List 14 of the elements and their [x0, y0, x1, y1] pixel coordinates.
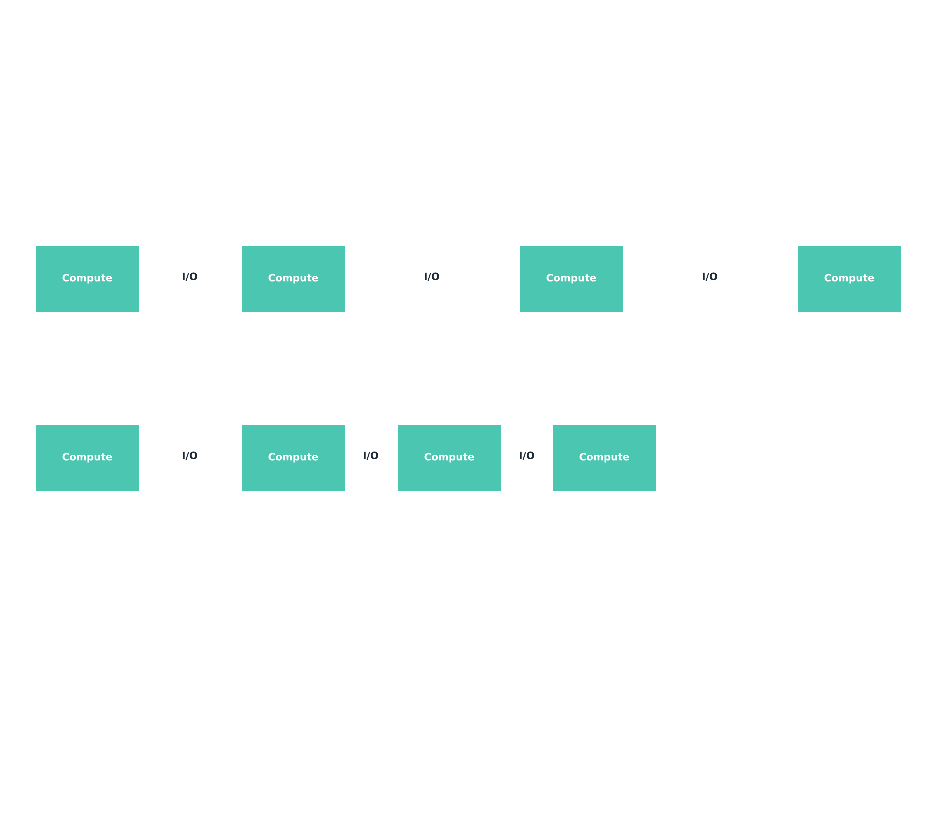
- process-box: Compute: [553, 425, 656, 491]
- io-label: I/O: [425, 272, 440, 282]
- process-box: Compute: [36, 246, 139, 312]
- process-box: Compute: [798, 246, 902, 312]
- process-box: Compute: [398, 425, 501, 491]
- process-box: Compute: [242, 425, 345, 491]
- io-label: I/O: [364, 452, 378, 460]
- io-label: I/O: [183, 272, 198, 282]
- process-box: Compute: [36, 425, 139, 491]
- io-label: I/O: [520, 452, 534, 460]
- process-box: Compute: [242, 246, 345, 312]
- io-label: I/O: [183, 452, 198, 460]
- process-box: Compute: [520, 246, 623, 312]
- io-label: I/O: [703, 272, 718, 282]
